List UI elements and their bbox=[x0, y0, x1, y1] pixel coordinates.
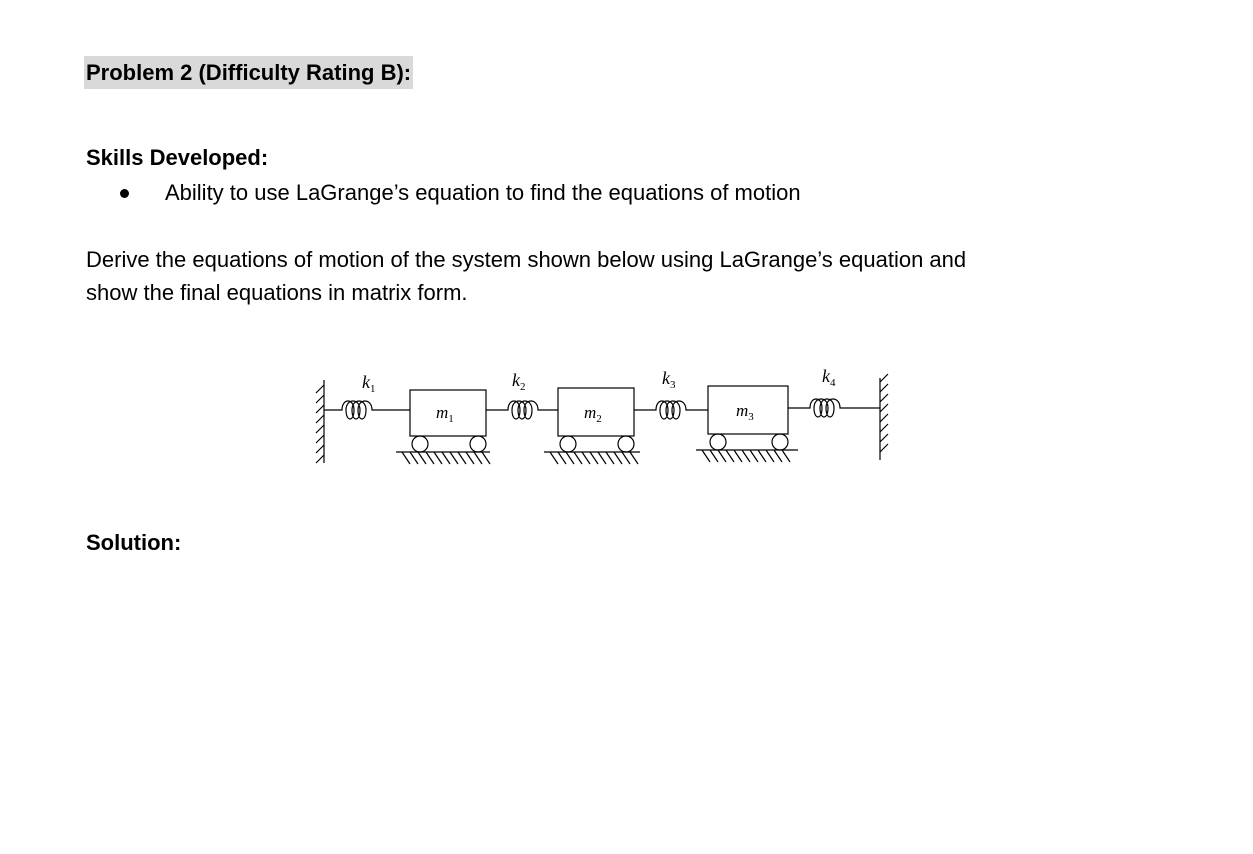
mass-m1-block bbox=[409, 389, 487, 437]
skill-text: Ability to use LaGrange’s equation to fi… bbox=[165, 180, 801, 205]
problem-title: Problem 2 (Difficulty Rating B): bbox=[84, 56, 414, 89]
left-wall bbox=[315, 380, 325, 464]
mass-label-m2: m2 bbox=[584, 403, 602, 425]
wheel-icon bbox=[709, 433, 727, 451]
spring-k3 bbox=[634, 400, 708, 420]
spring-label-k3: k3 bbox=[662, 368, 676, 391]
bullet-icon bbox=[120, 188, 129, 198]
ground-3 bbox=[696, 449, 798, 463]
spring-label-k2: k2 bbox=[512, 370, 526, 393]
mass-m2-block bbox=[557, 387, 635, 437]
mass-label-m3: m3 bbox=[736, 401, 754, 423]
spring-label-k1: k1 bbox=[362, 372, 376, 395]
spring-k4 bbox=[788, 398, 880, 418]
wheel-icon bbox=[617, 435, 635, 453]
spring-label-k4: k4 bbox=[822, 366, 836, 389]
spring-mass-diagram-svg: k1 k2 k3 k4 m1 m2 m3 bbox=[315, 366, 889, 465]
skills-heading: Skills Developed: bbox=[86, 145, 269, 170]
spring-k2 bbox=[486, 400, 558, 420]
wheel-icon bbox=[771, 433, 789, 451]
ground-2 bbox=[544, 451, 640, 465]
wheel-icon bbox=[559, 435, 577, 453]
right-wall bbox=[879, 373, 889, 460]
mass-m3-block bbox=[707, 385, 789, 435]
problem-statement: Derive the equations of motion of the sy… bbox=[86, 243, 1146, 309]
wheel-icon bbox=[469, 435, 487, 453]
mass-label-m1: m1 bbox=[436, 403, 454, 425]
spring-mass-diagram: k1 k2 k3 k4 m1 m2 m3 bbox=[310, 360, 910, 490]
ground-1 bbox=[396, 451, 491, 465]
wheel-icon bbox=[411, 435, 429, 453]
skills-list-item: Ability to use LaGrange’s equation to fi… bbox=[120, 180, 801, 206]
problem-statement-line-2: show the final equations in matrix form. bbox=[86, 280, 468, 305]
solution-heading: Solution: bbox=[86, 530, 182, 555]
problem-statement-line-1: Derive the equations of motion of the sy… bbox=[86, 247, 967, 272]
spring-k1 bbox=[324, 400, 410, 420]
